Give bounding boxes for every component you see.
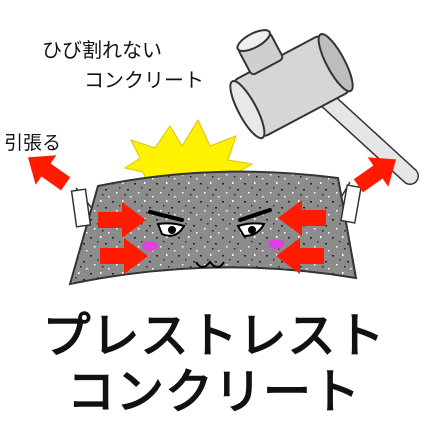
- uncracked-label-line1: ひび割れない: [42, 38, 162, 62]
- anchor-plate-left: [70, 188, 92, 228]
- anchor-plate-right: [340, 184, 362, 224]
- concrete-face: [142, 208, 284, 268]
- tension-arrow-left: [27, 155, 71, 191]
- title-line2: コンクリート: [66, 364, 361, 420]
- compression-arrow-left-upper: [98, 202, 146, 238]
- tension-label: 引張る: [4, 132, 62, 154]
- compression-arrow-left-lower: [100, 238, 148, 274]
- title-line1: プレストレスト: [42, 308, 386, 364]
- compression-arrow-right-upper: [278, 200, 326, 236]
- hammer-icon: [229, 29, 419, 185]
- uncracked-label-line2: コンクリート: [84, 68, 204, 92]
- tension-arrows: [27, 155, 397, 193]
- tension-arrow-right: [353, 157, 397, 193]
- compression-arrows: [98, 200, 326, 274]
- compression-arrow-right-lower: [276, 238, 324, 274]
- prestressed-concrete-illustration: [27, 29, 419, 286]
